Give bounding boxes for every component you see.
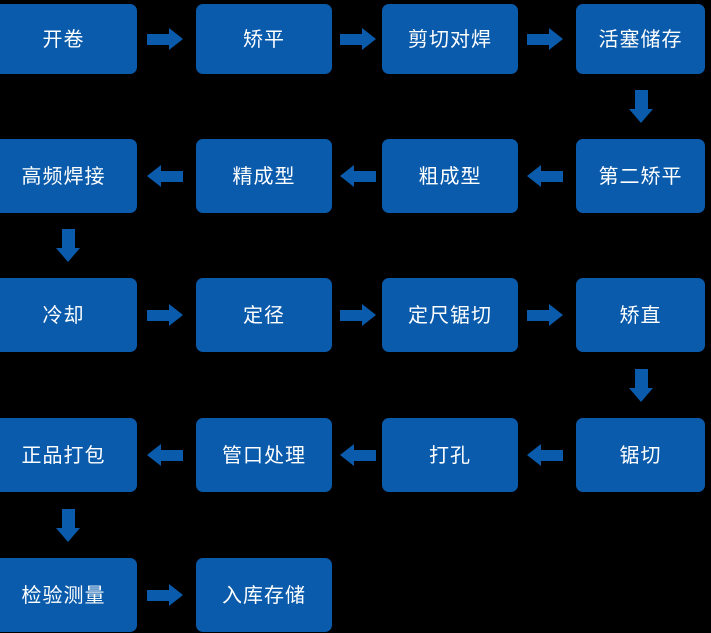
- process-node-rukucunchu[interactable]: 入库存储: [196, 558, 332, 632]
- node-label: 开卷: [42, 27, 85, 51]
- arrow-right-icon: [527, 304, 563, 326]
- node-label: 定径: [243, 303, 285, 327]
- node-label: 精成型: [232, 164, 296, 188]
- arrow-down-icon: [55, 229, 81, 262]
- arrow-left-icon: [527, 165, 563, 187]
- node-label: 冷却: [42, 303, 85, 327]
- node-label: 正品打包: [21, 443, 106, 467]
- node-label: 锯切: [619, 443, 662, 467]
- node-label: 打孔: [429, 443, 471, 467]
- process-node-jianyanceliang[interactable]: 检验测量: [0, 558, 137, 632]
- arrow-right-icon: [340, 304, 376, 326]
- arrow-left-icon: [340, 444, 376, 466]
- node-label: 粗成型: [418, 164, 482, 188]
- process-node-juqie[interactable]: 锯切: [576, 418, 705, 492]
- node-label: 高频焊接: [21, 164, 106, 188]
- arrow-left-icon: [147, 165, 183, 187]
- process-node-dingjing[interactable]: 定径: [196, 278, 332, 352]
- process-node-cuchengxing[interactable]: 粗成型: [382, 139, 518, 213]
- node-label: 第二矫平: [598, 164, 683, 188]
- node-label: 活塞储存: [598, 27, 683, 51]
- node-label: 管口处理: [222, 443, 306, 467]
- process-node-jianqieduihan[interactable]: 剪切对焊: [382, 4, 518, 74]
- node-label: 剪切对焊: [408, 27, 492, 51]
- process-node-dingchijuqie[interactable]: 定尺锯切: [382, 278, 518, 352]
- arrow-left-icon: [340, 165, 376, 187]
- node-label: 检验测量: [21, 583, 106, 607]
- node-label: 矫直: [619, 303, 662, 327]
- process-node-kaijuan[interactable]: 开卷: [0, 4, 137, 74]
- process-node-zhengpindabao[interactable]: 正品打包: [0, 418, 137, 492]
- process-node-jiaozhi[interactable]: 矫直: [576, 278, 705, 352]
- process-node-huosaichucun[interactable]: 活塞储存: [576, 4, 705, 74]
- process-node-jiaoping[interactable]: 矫平: [196, 4, 332, 74]
- arrow-down-icon: [55, 509, 81, 542]
- node-label: 入库存储: [222, 583, 306, 607]
- process-node-dakong[interactable]: 打孔: [382, 418, 518, 492]
- arrow-down-icon: [628, 369, 654, 402]
- process-node-jingchengxing[interactable]: 精成型: [196, 139, 332, 213]
- process-node-dierjiaoping[interactable]: 第二矫平: [576, 139, 705, 213]
- arrow-right-icon: [527, 28, 563, 50]
- node-label: 矫平: [243, 27, 285, 51]
- arrow-right-icon: [147, 584, 183, 606]
- arrow-right-icon: [147, 28, 183, 50]
- arrow-right-icon: [147, 304, 183, 326]
- arrow-right-icon: [340, 28, 376, 50]
- process-node-guankouchuli[interactable]: 管口处理: [196, 418, 332, 492]
- arrow-down-icon: [628, 90, 654, 123]
- arrow-left-icon: [147, 444, 183, 466]
- process-node-lengque[interactable]: 冷却: [0, 278, 137, 352]
- arrow-left-icon: [527, 444, 563, 466]
- node-label: 定尺锯切: [408, 303, 492, 327]
- process-node-gaopinhanjie[interactable]: 高频焊接: [0, 139, 137, 213]
